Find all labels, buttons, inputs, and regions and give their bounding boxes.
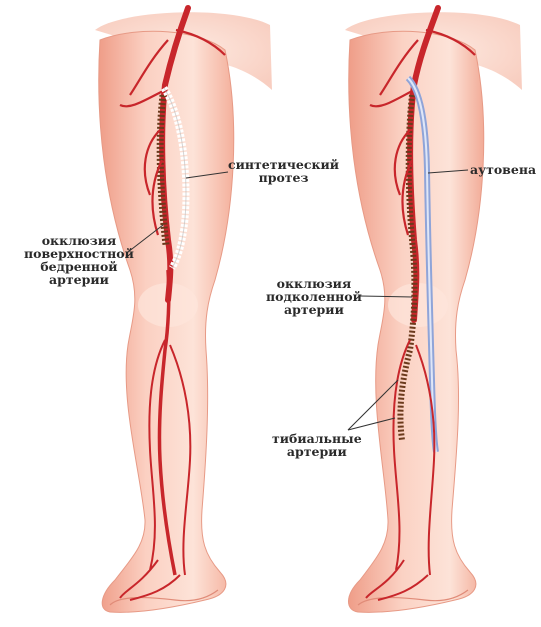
- label-autovein: аутовена: [470, 163, 536, 176]
- label-femoral-occlusion: окклюзия поверхностной бедренной артерии: [24, 234, 134, 286]
- right-leg: [345, 8, 522, 612]
- label-synthetic-prosthesis: синтетический протез: [228, 158, 339, 184]
- label-popliteal-occlusion: окклюзия подколенной артерии: [266, 277, 362, 316]
- left-leg: [95, 8, 272, 612]
- label-tibial-arteries: тибиальные артерии: [272, 432, 362, 458]
